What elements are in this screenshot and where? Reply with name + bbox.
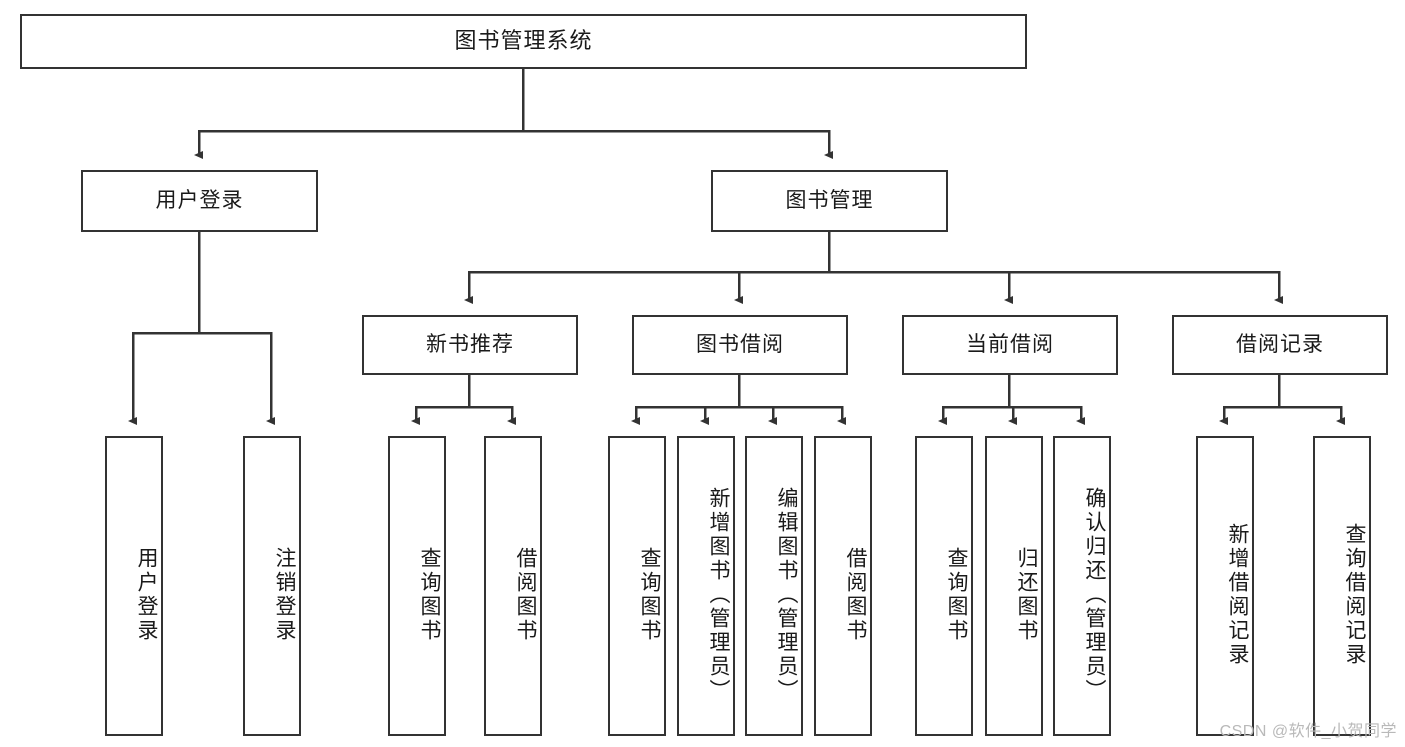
edge-current-to-leaf11: [1009, 405, 1085, 425]
watermark-text: CSDN @软件_小贺同学: [1219, 723, 1397, 740]
edge-root-to-user-login: [194, 69, 525, 159]
edge-root-to-book-mgmt: [523, 129, 833, 159]
node-label: 当前借阅: [966, 333, 1054, 357]
node-borrow-records[interactable]: 借阅记录: [1172, 315, 1388, 375]
node-label: 新增图书（管理员）: [707, 487, 730, 703]
edge-current-to-leaf10: [1008, 405, 1017, 425]
node-leaf-query-borrow-record[interactable]: 查询借阅记录: [1313, 436, 1371, 736]
edge-book-mgmt-to-records: [829, 270, 1283, 304]
node-label: 用户登录: [155, 189, 244, 213]
node-current-borrow[interactable]: 当前借阅: [902, 315, 1118, 375]
node-label: 编辑图书（管理员）: [775, 487, 798, 703]
edge-book-mgmt-to-current: [829, 270, 1013, 304]
node-label: 查询图书: [945, 547, 968, 643]
node-leaf-add-book-admin[interactable]: 新增图书（管理员）: [677, 436, 735, 736]
node-label: 查询借阅记录: [1343, 523, 1366, 667]
edge-borrow-to-leaf7: [739, 405, 777, 425]
edge-user-login-to-leaf1: [128, 232, 201, 425]
edge-borrow-to-leaf8: [739, 405, 846, 425]
node-label: 查询图书: [638, 547, 661, 643]
node-label: 新增借阅记录: [1226, 523, 1249, 667]
node-user-login[interactable]: 用户登录: [81, 170, 318, 232]
node-leaf-borrow-books-2[interactable]: 借阅图书: [814, 436, 872, 736]
edge-book-mgmt-to-new-books: [464, 232, 831, 304]
edge-borrow-to-leaf6: [700, 405, 739, 425]
node-book-borrow[interactable]: 图书借阅: [632, 315, 848, 375]
node-leaf-query-books-1[interactable]: 查询图书: [388, 436, 446, 736]
edge-user-login-to-leaf2: [199, 331, 275, 425]
edge-current-to-leaf9: [938, 375, 1011, 425]
node-leaf-return-books[interactable]: 归还图书: [985, 436, 1043, 736]
node-label: 借阅记录: [1236, 333, 1324, 357]
node-leaf-add-borrow-record[interactable]: 新增借阅记录: [1196, 436, 1254, 736]
node-leaf-query-books-3[interactable]: 查询图书: [915, 436, 973, 736]
node-label: 用户登录: [135, 547, 158, 643]
edge-new-books-to-leaf4: [469, 405, 516, 425]
node-label: 归还图书: [1015, 547, 1038, 643]
node-label: 图书管理: [785, 189, 874, 213]
node-leaf-edit-book-admin[interactable]: 编辑图书（管理员）: [745, 436, 803, 736]
node-label: 借阅图书: [844, 547, 867, 643]
node-root-system[interactable]: 图书管理系统: [20, 14, 1027, 69]
edge-records-to-leaf13: [1279, 405, 1345, 425]
node-label: 查询图书: [418, 547, 441, 643]
node-label: 图书管理系统: [454, 28, 593, 54]
edge-new-books-to-leaf3: [411, 375, 471, 425]
node-leaf-logout[interactable]: 注销登录: [243, 436, 301, 736]
node-label: 借阅图书: [514, 547, 537, 643]
node-label: 新书推荐: [426, 333, 514, 357]
node-new-book-recommend[interactable]: 新书推荐: [362, 315, 578, 375]
node-book-management[interactable]: 图书管理: [711, 170, 948, 232]
node-leaf-borrow-books-1[interactable]: 借阅图书: [484, 436, 542, 736]
edge-records-to-leaf12: [1219, 375, 1281, 425]
node-label: 确认归还（管理员）: [1083, 487, 1106, 703]
node-label: 图书借阅: [696, 333, 784, 357]
edge-book-mgmt-to-borrow: [734, 270, 829, 304]
node-leaf-confirm-return-admin[interactable]: 确认归还（管理员）: [1053, 436, 1111, 736]
node-label: 注销登录: [273, 547, 296, 643]
node-leaf-query-books-2[interactable]: 查询图书: [608, 436, 666, 736]
node-leaf-user-login[interactable]: 用户登录: [105, 436, 163, 736]
edge-borrow-to-leaf5: [631, 375, 741, 425]
